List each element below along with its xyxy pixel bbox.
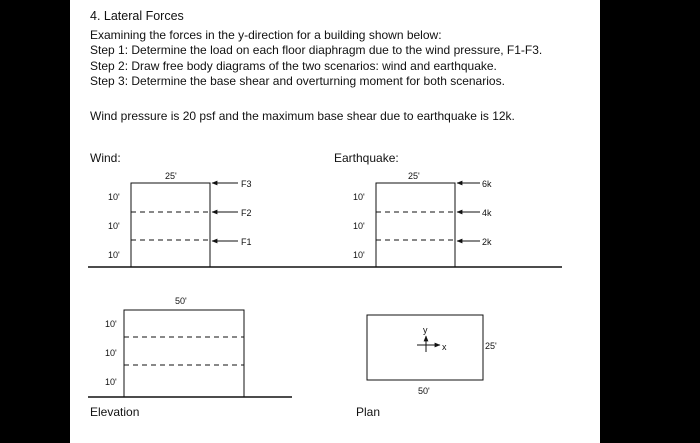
question-title: 4. Lateral Forces [90, 9, 184, 23]
question-intro: Examining the forces in the y-direction … [90, 28, 442, 42]
elevation-building-outline [123, 309, 245, 398]
earthquake-story-height-3: 10' [353, 192, 365, 202]
wind-force-label-3: F3 [241, 179, 252, 189]
question-sheet: 4. Lateral Forces Examining the forces i… [70, 0, 600, 443]
plan-outline [366, 314, 484, 381]
plan-x-axis-label: x [442, 342, 447, 352]
wind-label: Wind: [90, 151, 121, 165]
plan-label: Plan [356, 405, 381, 419]
elevation-story-height-3: 10' [105, 319, 117, 329]
given-values: Wind pressure is 20 psf and the maximum … [90, 109, 515, 123]
elevation-diagram: 50' 10' 10' 10' [88, 296, 292, 398]
step-1: Step 1: Determine the load on each floor… [90, 43, 543, 58]
wind-building-outline [130, 182, 211, 268]
elevation-story-height-2: 10' [105, 348, 117, 358]
step-2: Step 2: Draw free body diagrams of the t… [90, 58, 497, 73]
structural-diagrams: 25' 10' 10' 10' F3 F2 F1 25' 10' 10' 10'… [88, 171, 562, 398]
step-3: Step 3: Determine the base shear and ove… [90, 73, 505, 88]
wind-width-label: 25' [165, 171, 177, 181]
earthquake-diagram: 25' 10' 10' 10' 6k 4k 2k [353, 171, 492, 268]
plan-width-label: 50' [418, 386, 430, 396]
elevation-story-height-1: 10' [105, 377, 117, 387]
wind-force-label-1: F1 [241, 237, 252, 247]
plan-depth-label: 25' [485, 341, 497, 351]
elevation-width-label: 50' [175, 296, 187, 306]
elevation-label: Elevation [90, 405, 140, 419]
wind-diagram: 25' 10' 10' 10' F3 F2 F1 [108, 171, 252, 268]
wind-story-height-1: 10' [108, 250, 120, 260]
earthquake-force-label-3: 6k [482, 179, 492, 189]
wind-story-height-3: 10' [108, 192, 120, 202]
earthquake-story-height-2: 10' [353, 221, 365, 231]
earthquake-building-outline [375, 182, 456, 268]
plan-y-axis-label: y [423, 325, 428, 335]
question-body: Examining the forces in the y-direction … [90, 28, 542, 89]
earthquake-force-label-2: 4k [482, 208, 492, 218]
plan-diagram: 50' 25' y x [366, 314, 497, 396]
earthquake-width-label: 25' [408, 171, 420, 181]
earthquake-force-label-1: 2k [482, 237, 492, 247]
wind-story-height-2: 10' [108, 221, 120, 231]
earthquake-label: Earthquake: [334, 151, 399, 165]
earthquake-story-height-1: 10' [353, 250, 365, 260]
wind-force-label-2: F2 [241, 208, 252, 218]
